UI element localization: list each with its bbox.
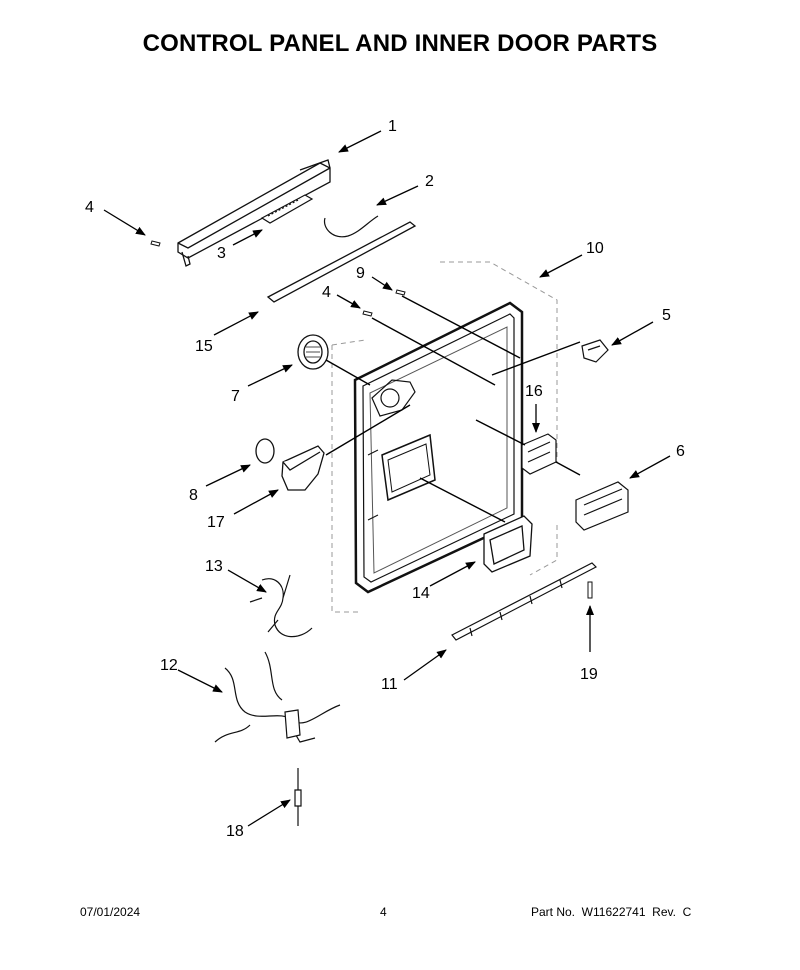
footer-page-number: 4 [380, 905, 387, 919]
callout-4b: 4 [322, 284, 331, 301]
screw-parts [150, 240, 406, 317]
user-interface-board-part [260, 194, 314, 224]
callout-4a: 4 [85, 199, 94, 216]
screw-19-part [587, 581, 593, 599]
callout-5: 5 [662, 307, 671, 324]
callout-15: 15 [195, 338, 213, 355]
callout-8: 8 [189, 487, 198, 504]
callout-17: 17 [207, 514, 225, 531]
callout-19: 19 [580, 666, 598, 683]
callout-9: 9 [356, 265, 365, 282]
detergent-module-part [483, 515, 533, 573]
bracket-part [521, 433, 557, 475]
callout-11: 11 [381, 676, 398, 693]
control-panel-part [177, 159, 331, 267]
wire-part [323, 215, 379, 238]
callout-1: 1 [388, 118, 397, 135]
callout-6: 6 [676, 443, 685, 460]
vent-part [297, 334, 329, 370]
sensor-part [294, 768, 302, 826]
callout-labels: 1 2 3 4 4 5 6 7 8 9 10 11 12 13 14 15 16… [85, 118, 685, 840]
callout-2: 2 [425, 173, 434, 190]
callout-10: 10 [586, 240, 604, 257]
actuator-part [575, 481, 629, 531]
callout-18: 18 [226, 823, 244, 840]
wire-harness-13-part [249, 574, 313, 638]
page-title: CONTROL PANEL AND INNER DOOR PARTS [142, 30, 658, 57]
lower-trim-part [451, 562, 598, 641]
footer-date: 07/01/2024 [80, 905, 141, 919]
wire-harness-12-part [214, 651, 341, 743]
callout-12: 12 [160, 657, 178, 674]
footer-part-number: Part No. W11622741 Rev. C [531, 905, 692, 919]
tub-outline [331, 261, 558, 613]
callout-16: 16 [525, 383, 543, 400]
callout-14: 14 [412, 585, 430, 602]
leader-lines [103, 130, 671, 827]
callout-7: 7 [231, 388, 240, 405]
callout-13: 13 [205, 558, 223, 575]
door-latch-part [581, 339, 609, 363]
callout-3: 3 [217, 245, 226, 262]
harness-connector-part [284, 709, 301, 739]
trim-strip-part [266, 221, 417, 303]
connector-lines [325, 295, 581, 523]
dispenser-part [255, 438, 325, 491]
